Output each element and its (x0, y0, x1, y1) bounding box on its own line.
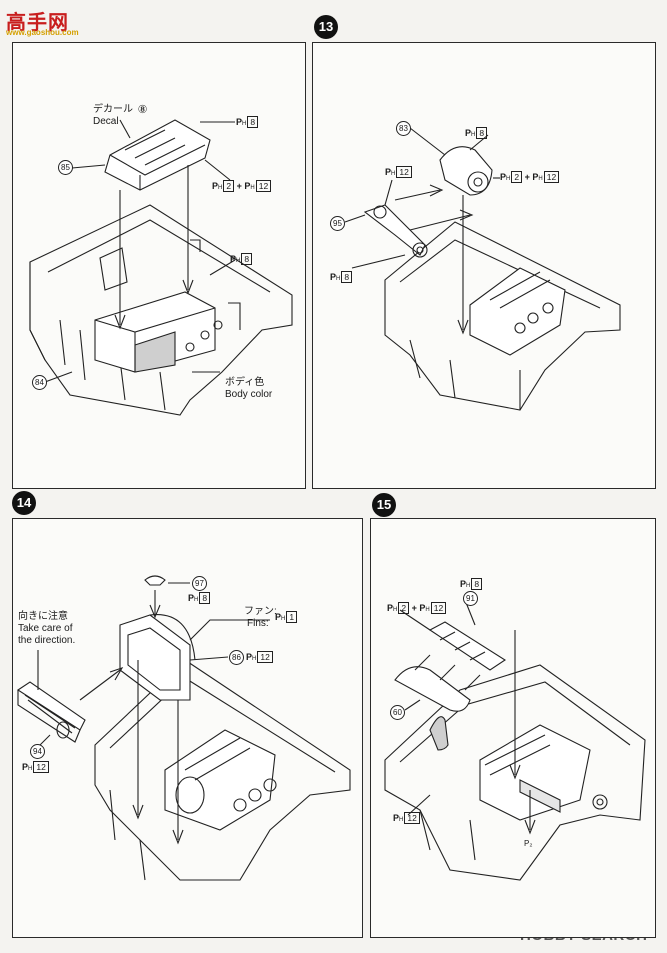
part-97-badge: 97 (192, 576, 207, 591)
watermark-logo: 高手网 (6, 12, 69, 34)
step-14-panel (12, 518, 363, 938)
decal-label-en: Decal (93, 116, 119, 127)
part-83-badge: 83 (396, 121, 411, 136)
part-94-badge: 94 (30, 744, 45, 759)
step-13-panel (312, 42, 656, 489)
step-14-number: 14 (12, 491, 36, 515)
decal-label-jp: デカール (93, 104, 133, 115)
part-84-badge: 84 (32, 375, 47, 390)
step-15-panel (370, 518, 656, 938)
decal-number-badge: ⑧ (137, 104, 148, 116)
part-86-badge: 86 (229, 650, 244, 665)
watermark-url: www.gaoshou.com (6, 28, 79, 37)
part-60-badge: 60 (390, 705, 405, 720)
part-91-badge: 91 (463, 591, 478, 606)
drop-label: P₂ (524, 839, 533, 848)
direction-note-en1: Take care of (18, 623, 73, 634)
part-85-badge: 85 (58, 160, 73, 175)
step-15-number: 15 (372, 493, 396, 517)
direction-note-jp: 向きに注意 (18, 611, 68, 622)
fan-label-jp: ファン: (244, 606, 277, 617)
direction-note-en2: the direction. (18, 635, 76, 646)
step-13-number: 13 (314, 15, 338, 39)
body-color-label-en: Body color (225, 389, 273, 400)
body-color-label-jp: ボディ色 (225, 377, 265, 388)
fan-label-en: Fins: (247, 618, 269, 629)
part-95-badge: 95 (330, 216, 345, 231)
